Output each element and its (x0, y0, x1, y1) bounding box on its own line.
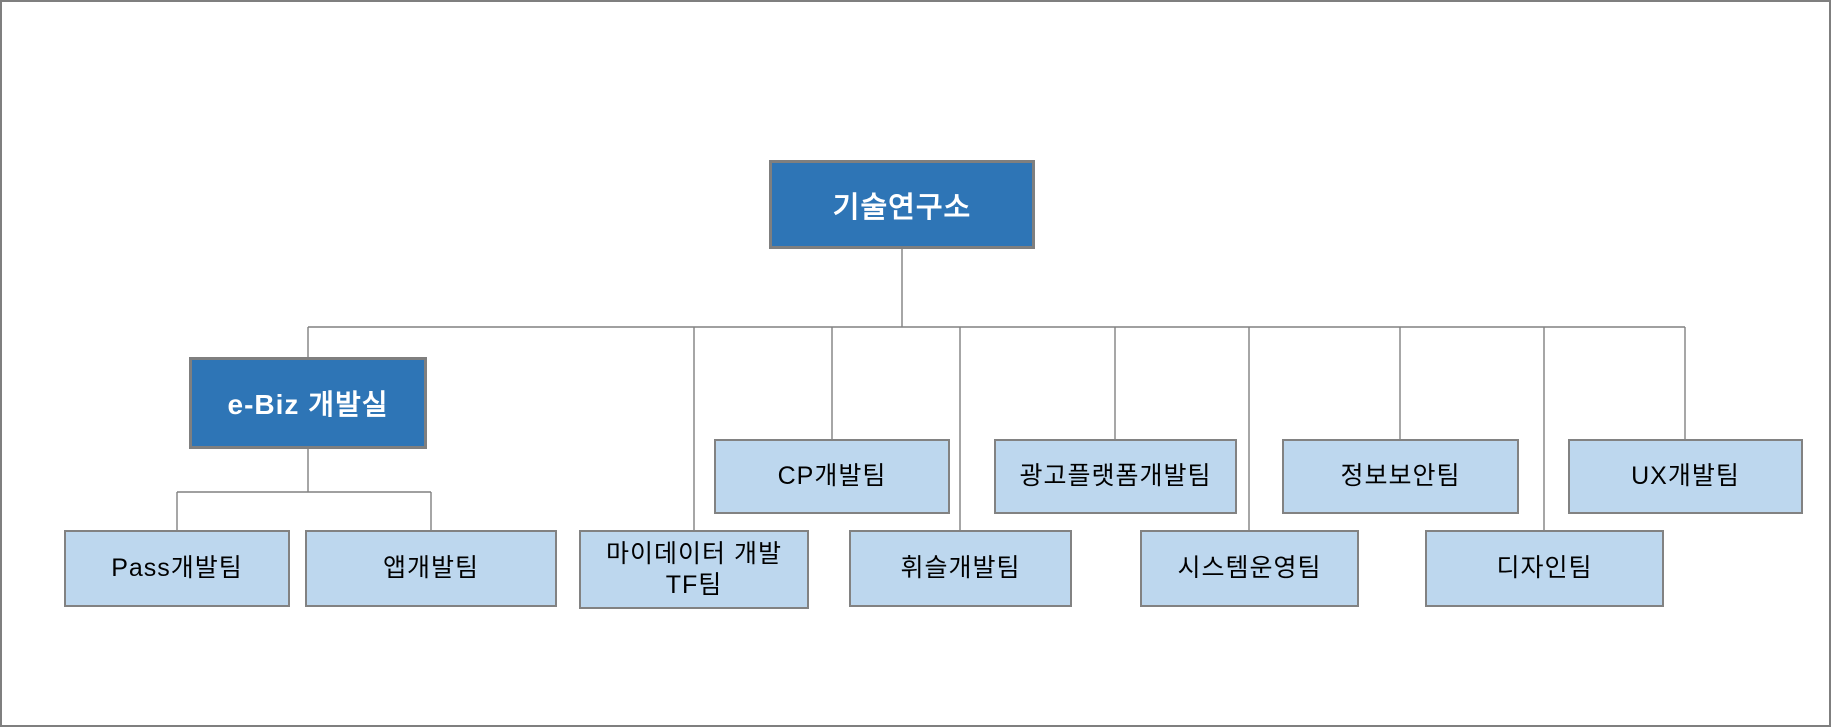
node-app-dev-team: 앱개발팀 (305, 530, 557, 607)
node-mydata-dev-tf-team: 마이데이터 개발 TF팀 (579, 530, 809, 609)
node-label: Pass개발팀 (111, 554, 243, 583)
node-ebiz-dev-office: e-Biz 개발실 (189, 357, 427, 449)
node-whistle-dev-team: 휘슬개발팀 (849, 530, 1072, 607)
node-sysops-team: 시스템운영팀 (1140, 530, 1359, 607)
node-cp-dev-team: CP개발팀 (714, 439, 950, 514)
node-label: 기술연구소 (832, 191, 972, 224)
node-ux-dev-team: UX개발팀 (1568, 439, 1803, 514)
node-pass-dev-team: Pass개발팀 (64, 530, 290, 607)
node-design-team: 디자인팀 (1425, 530, 1664, 607)
node-label: 시스템운영팀 (1177, 554, 1322, 583)
node-label: 디자인팀 (1496, 554, 1593, 583)
node-label: 휘슬개발팀 (900, 554, 1021, 583)
node-tech-research-institute: 기술연구소 (769, 160, 1035, 249)
node-infosec-team: 정보보안팀 (1282, 439, 1519, 514)
node-label: 마이데이터 개발 TF팀 (606, 540, 782, 599)
node-label: e-Biz 개발실 (227, 389, 389, 420)
node-ad-platform-dev-team: 광고플랫폼개발팀 (994, 439, 1237, 514)
node-label: 정보보안팀 (1340, 462, 1461, 491)
node-label: 광고플랫폼개발팀 (1019, 462, 1212, 491)
node-label: CP개발팀 (777, 462, 887, 491)
node-label: UX개발팀 (1631, 462, 1740, 491)
node-label: 앱개발팀 (382, 554, 479, 583)
